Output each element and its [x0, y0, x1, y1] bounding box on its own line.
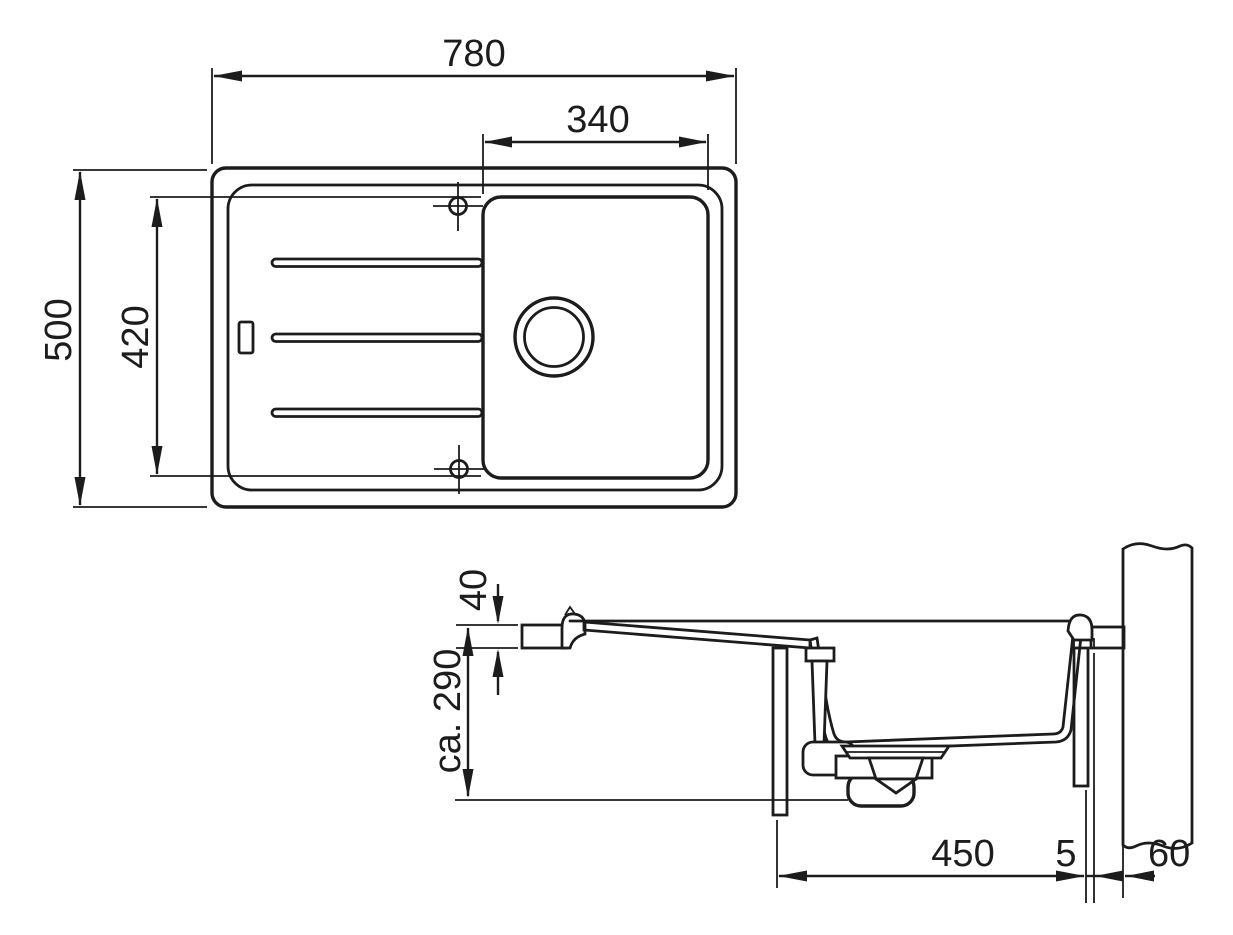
- dim-overall-width: 780: [211, 33, 737, 164]
- top-view: 780 340 500 420: [38, 33, 738, 509]
- drain-inner-circle: [523, 306, 585, 368]
- dim-label-780: 780: [442, 33, 505, 75]
- tap-hole-circle: [449, 459, 469, 479]
- dim-label-60: 60: [1148, 833, 1190, 875]
- dim-label-340: 340: [566, 99, 629, 141]
- drainer-rib: [270, 407, 484, 418]
- dim-bottom-chain: 450 5 60: [776, 653, 1190, 903]
- tap-hole-top: [433, 182, 483, 231]
- dim-label-40: 40: [453, 569, 495, 611]
- dim-label-450: 450: [931, 833, 994, 875]
- rim-bead-right: [1066, 613, 1094, 642]
- worktop-hatch: [1089, 625, 1126, 650]
- bowl-outline: [481, 195, 710, 480]
- rim-bead-left: [560, 605, 587, 650]
- bowl-section: [808, 624, 1084, 752]
- dim-label-420: 420: [115, 305, 157, 368]
- rim-clip-detail: [564, 605, 576, 616]
- drainer-board-section: [582, 620, 812, 650]
- worktop-cut-left: [520, 623, 568, 650]
- dim-mounting-depth: ca. 290: [427, 627, 848, 801]
- cabinet-panel-back: [1072, 646, 1090, 788]
- dim-bowl-width: 340: [482, 99, 709, 194]
- tap-hole-bottom: [434, 445, 484, 494]
- dim-bowl-depth: 420: [115, 196, 481, 477]
- sink-outer-edge: [210, 166, 738, 509]
- dim-label-5: 5: [1055, 833, 1076, 875]
- drainer-ribs: [270, 257, 484, 418]
- sink-inner-rim: [226, 183, 724, 492]
- dim-label-500: 500: [38, 298, 80, 361]
- drain-hole: [513, 296, 595, 378]
- waste-assembly: [834, 744, 952, 808]
- dim-worktop-thickness: 40: [453, 569, 518, 695]
- drainer-rib: [270, 332, 484, 343]
- strainer-cone: [867, 756, 925, 781]
- drain-outer-circle: [513, 296, 595, 378]
- overflow-pipe: [801, 646, 857, 777]
- drainer-rib: [270, 257, 484, 268]
- strainer-tip: [871, 777, 921, 795]
- overflow-slot: [237, 320, 255, 355]
- cabinet-panel-front: [771, 646, 789, 817]
- brick-wall: [1121, 542, 1194, 850]
- worktop-hatch: [520, 623, 568, 650]
- section-view: 40 ca. 290 450 5: [427, 542, 1194, 903]
- dim-overall-depth: 500: [38, 169, 207, 508]
- dim-label-ca-290: ca. 290: [427, 649, 469, 774]
